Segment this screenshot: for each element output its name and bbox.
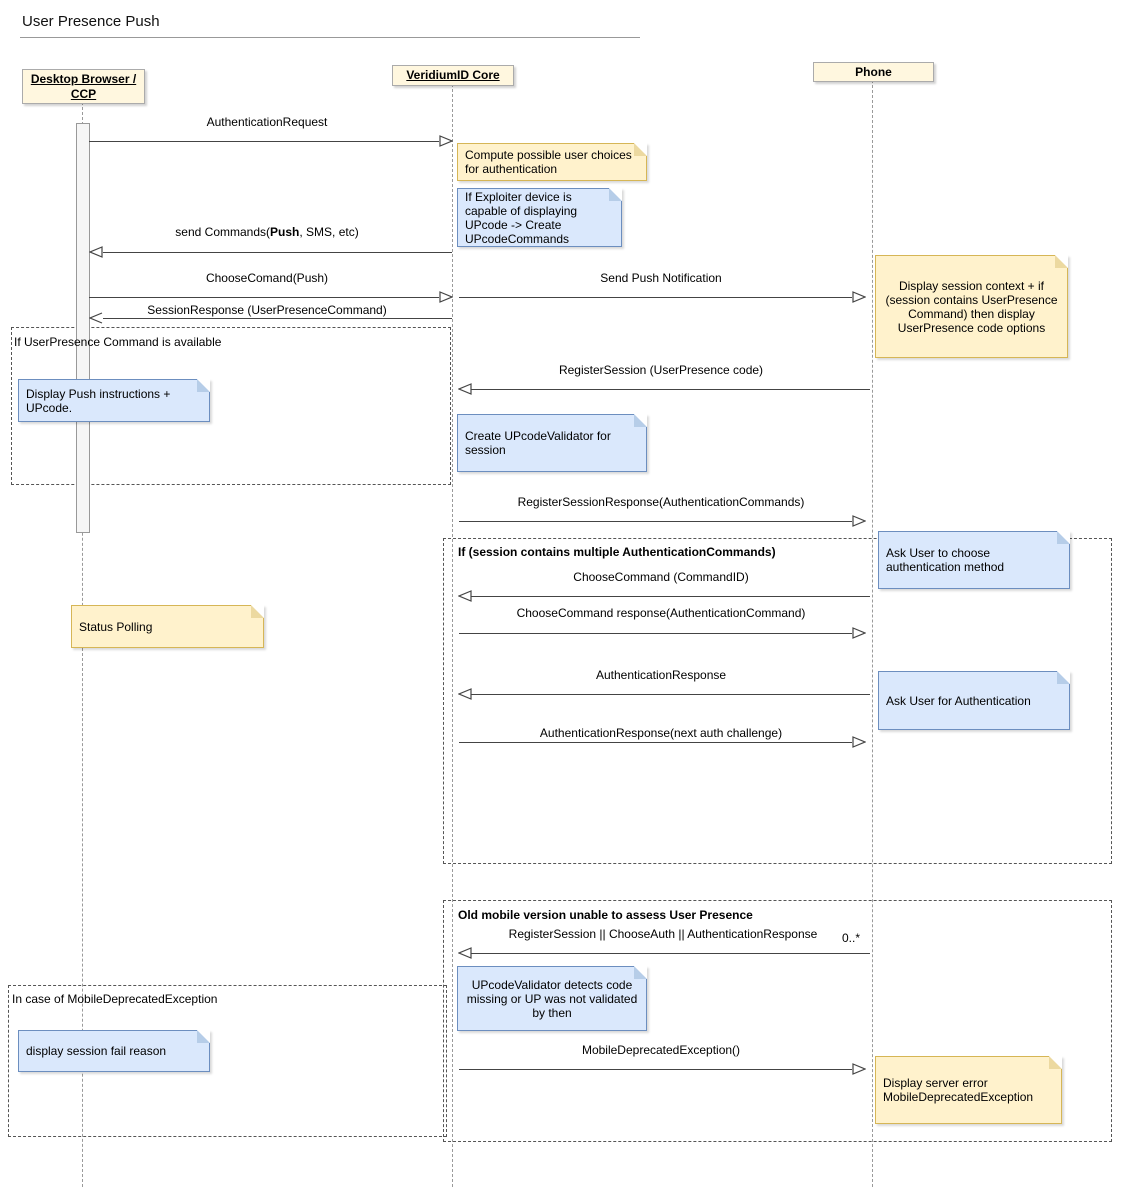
message-line [459,633,852,634]
note-text: display session fail reason [26,1044,167,1058]
note-text: Create UPcodeValidator for session [465,429,611,457]
message-label-choose-command: ChooseCommand (CommandID) [573,570,749,584]
arrowhead-left-icon [458,947,472,959]
fragment-multiple-commands [443,538,1112,864]
diagram-title: User Presence Push [22,13,160,30]
message-label-choose-comand: ChooseComand(Push) [205,271,329,285]
note-text: Compute possible user choices for authen… [465,148,632,176]
actor-phone: Phone [813,62,934,82]
note-display-server-error: Display server error MobileDeprecatedExc… [875,1056,1062,1124]
message-label-authentication-response-next: AuthenticationResponse(next auth challen… [539,726,783,740]
message-line [459,521,852,522]
note-status-polling: Status Polling [71,605,264,648]
message-line [103,318,452,319]
arrowhead-right-icon [852,291,866,303]
message-label-send-commands: send Commands(Push, SMS, etc) [89,225,445,239]
message-line [459,297,852,298]
message-line [471,953,870,954]
arrowhead-right-icon [439,291,453,303]
lifeline-phone [872,80,873,1187]
message-label-mobile-deprecated-exception: MobileDeprecatedException() [581,1043,741,1057]
fragment-label-mobile-deprecated: In case of MobileDeprecatedException [12,992,218,1006]
note-ask-user-authentication: Ask User for Authentication [878,671,1070,730]
label-part: send Commands( [175,225,271,239]
actor-veridiumid-core: VeridiumID Core [392,65,514,86]
actor-desktop-browser: Desktop Browser / CCP [22,69,145,104]
message-label-choose-command-response: ChooseCommand response(AuthenticationCom… [516,606,806,620]
fragment-label-multiple-commands: If (session contains multiple Authentica… [458,545,776,559]
message-line [471,596,870,597]
note-text: Status Polling [79,619,153,634]
note-text: Ask User to choose authentication method [886,546,1005,574]
fragment-mobile-deprecated [8,985,447,1137]
note-display-push-instructions: Display Push instructions + UPcode. [18,379,210,422]
note-text: Display session context + if (session co… [885,278,1058,335]
fragment-userpresence-available [11,327,451,485]
fragment-label-old-mobile: Old mobile version unable to assess User… [458,908,753,922]
message-label-register-session: RegisterSession (UserPresence code) [558,363,764,377]
arrowhead-right-icon [439,135,453,147]
arrowhead-left-icon [458,688,472,700]
title-underline [20,37,640,38]
arrowhead-right-icon [852,515,866,527]
fragment-old-mobile [443,900,1112,1142]
message-line [459,1069,852,1070]
note-text: If Exploiter device is capable of displa… [465,189,578,246]
arrowhead-right-icon [852,736,866,748]
message-line [471,694,870,695]
message-label-authentication-request: AuthenticationRequest [206,115,328,129]
message-line [471,389,870,390]
arrowhead-right-icon [852,627,866,639]
note-exploiter-device: If Exploiter device is capable of displa… [457,188,622,247]
message-label-send-push-notification: Send Push Notification [600,271,722,285]
multiplicity-label: 0..* [842,931,861,945]
note-text: Display Push instructions + UPcode. [26,386,171,415]
note-text: UPcodeValidator detects code missing or … [466,977,638,1020]
message-label-session-response: SessionResponse (UserPresenceCommand) [147,303,387,317]
note-session-fail-reason: display session fail reason [18,1030,210,1072]
arrowhead-left-icon [89,246,103,258]
note-compute-choices: Compute possible user choices for authen… [457,143,647,181]
fragment-label-userpresence-available: If UserPresence Command is available [14,335,222,349]
note-ask-user-choose: Ask User to choose authentication method [878,531,1070,589]
arrowhead-left-icon [458,383,472,395]
note-text: Display server error MobileDeprecatedExc… [883,1076,1034,1104]
arrowhead-right-icon [852,1063,866,1075]
label-part: , SMS, etc) [299,225,359,239]
lifeline-veridiumid-core [452,84,453,1187]
message-line [459,742,852,743]
note-text: Ask User for Authentication [886,693,1031,708]
message-label-register-choose-auth: RegisterSession || ChooseAuth || Authent… [508,927,818,941]
message-line [103,252,452,253]
note-validator-detects: UPcodeValidator detects code missing or … [457,966,647,1031]
note-display-session-context: Display session context + if (session co… [875,255,1068,358]
activation-bar [76,123,90,533]
message-line [89,141,439,142]
arrowhead-left-icon [458,590,472,602]
message-label-authentication-response: AuthenticationResponse [595,668,727,682]
arrowhead-open-left-icon [89,312,103,324]
message-label-register-session-response: RegisterSessionResponse(AuthenticationCo… [517,495,805,509]
label-part-bold: Push [270,225,300,239]
note-create-validator: Create UPcodeValidator for session [457,414,647,472]
message-line [89,297,439,298]
